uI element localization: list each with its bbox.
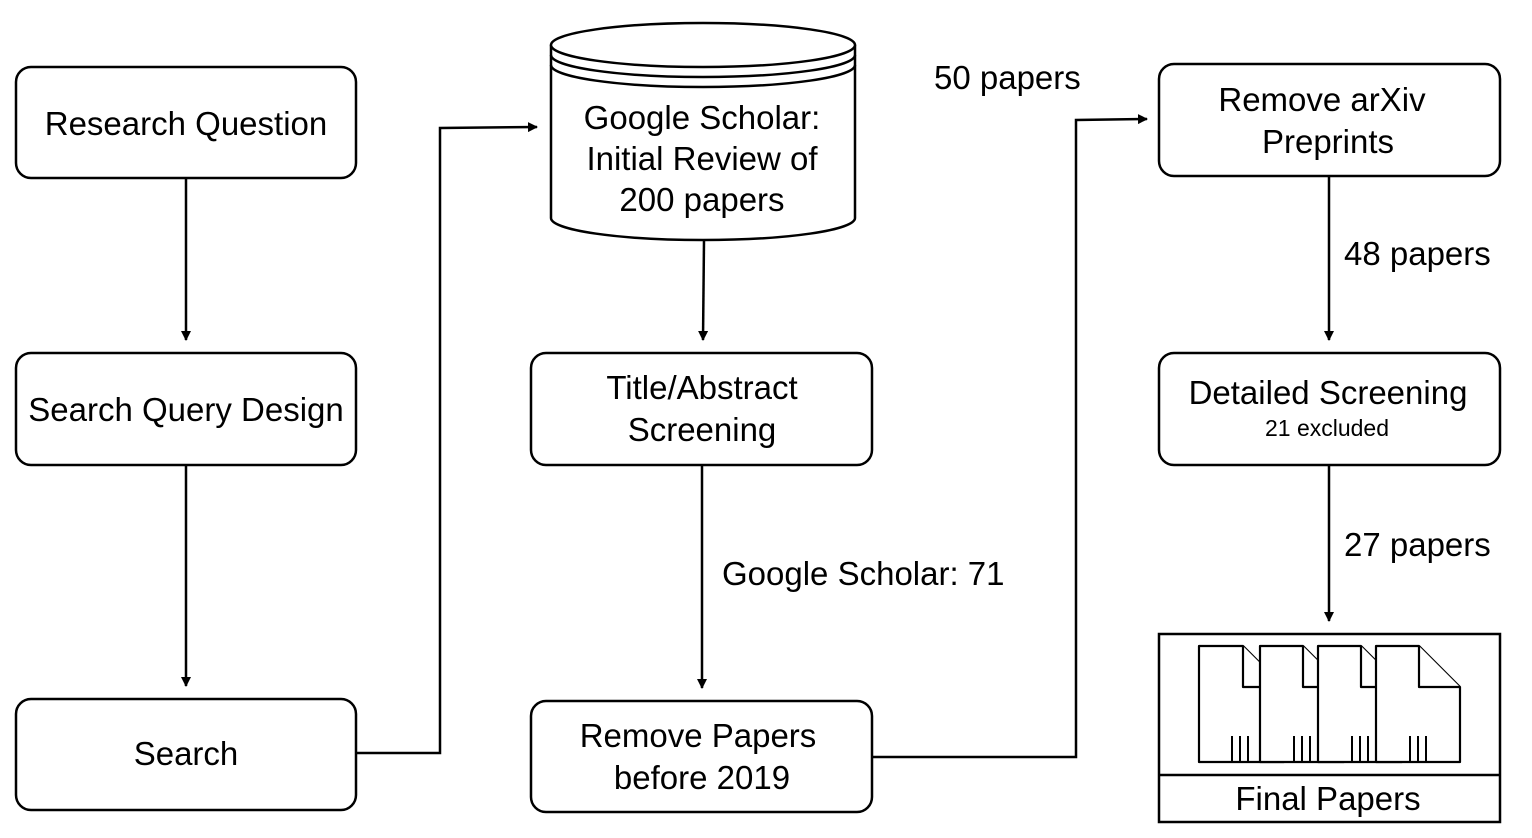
final-papers-label: Final Papers [1235,780,1420,817]
title-abstract-label-line1: Title/Abstract [606,369,797,406]
remove-arxiv-box: Remove arXiv Preprints [1157,62,1502,178]
edge-label-27-papers: 27 papers [1344,526,1491,563]
document-icon [1374,644,1462,764]
search-query-design-label: Search Query Design [28,391,343,428]
search-box: Search [14,697,358,812]
edge-search-to-scholar [357,122,538,755]
remove-arxiv-label-line1: Remove arXiv [1218,81,1426,118]
remove-2019-label-line2: before 2019 [614,759,790,796]
remove-before-2019-box: Remove Papers before 2019 [529,699,874,814]
remove-2019-label-line1: Remove Papers [580,717,817,754]
edge-label-50-papers: 50 papers [934,59,1081,96]
title-abstract-screening-box: Title/Abstract Screening [529,351,874,467]
title-abstract-label-line2: Screening [628,411,777,448]
research-question-label: Research Question [45,105,327,142]
research-question-box: Research Question [14,65,358,180]
detailed-screening-label: Detailed Screening [1189,374,1468,411]
detailed-screening-box: Detailed Screening 21 excluded [1157,351,1502,467]
edge-scholar-to-screening [698,239,709,341]
document-stack-icon [1197,644,1462,764]
edge-label-48-papers: 48 papers [1344,235,1491,272]
google-scholar-label-line3: 200 papers [619,181,784,218]
final-papers-box: Final Papers [1157,632,1502,824]
remove-arxiv-label-line2: Preprints [1262,123,1394,160]
edges [181,114,1334,759]
google-scholar-database: Google Scholar: Initial Review of 200 pa… [549,21,857,242]
detailed-screening-excluded-note: 21 excluded [1265,415,1389,441]
search-query-design-box: Search Query Design [14,351,358,467]
edge-remove2019-to-arxiv [873,114,1148,759]
google-scholar-label-line2: Initial Review of [586,140,818,177]
edge-label-google-scholar-71: Google Scholar: 71 [722,555,1005,592]
search-label: Search [134,735,239,772]
google-scholar-label-line1: Google Scholar: [584,99,821,136]
